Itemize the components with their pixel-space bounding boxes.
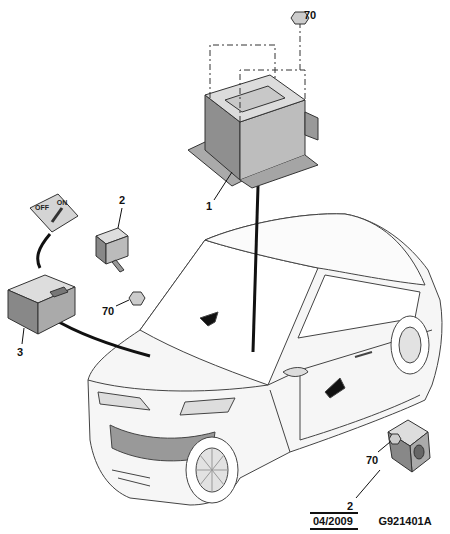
callout-number: 2 [347, 501, 353, 512]
location-leader [38, 234, 50, 268]
callout-leader [22, 172, 390, 498]
crash-sensor [388, 420, 430, 472]
callout-number: 70 [102, 306, 114, 317]
callout-number: 70 [366, 455, 378, 466]
switch-marking: ON [57, 199, 68, 206]
assembly-line [210, 22, 305, 122]
callout-number: 2 [119, 195, 125, 206]
switch-icon [30, 194, 78, 232]
drawing-code: G921401A [378, 516, 431, 527]
callout-number: 3 [17, 347, 23, 358]
airbag-control-unit [188, 75, 318, 188]
airbag-deactivation-switch [8, 275, 75, 334]
switch-marking: OFF [35, 204, 49, 211]
nut [389, 434, 401, 444]
date-box: 04/2009 [310, 512, 358, 530]
callout-number: 1 [206, 201, 212, 212]
location-leader [52, 318, 150, 356]
nut [129, 292, 145, 305]
car-drawing [88, 214, 442, 505]
location-leader [253, 186, 258, 352]
crash-sensor [96, 228, 128, 272]
date-text: 04/2009 [313, 515, 353, 527]
callout-number: 70 [304, 10, 316, 21]
